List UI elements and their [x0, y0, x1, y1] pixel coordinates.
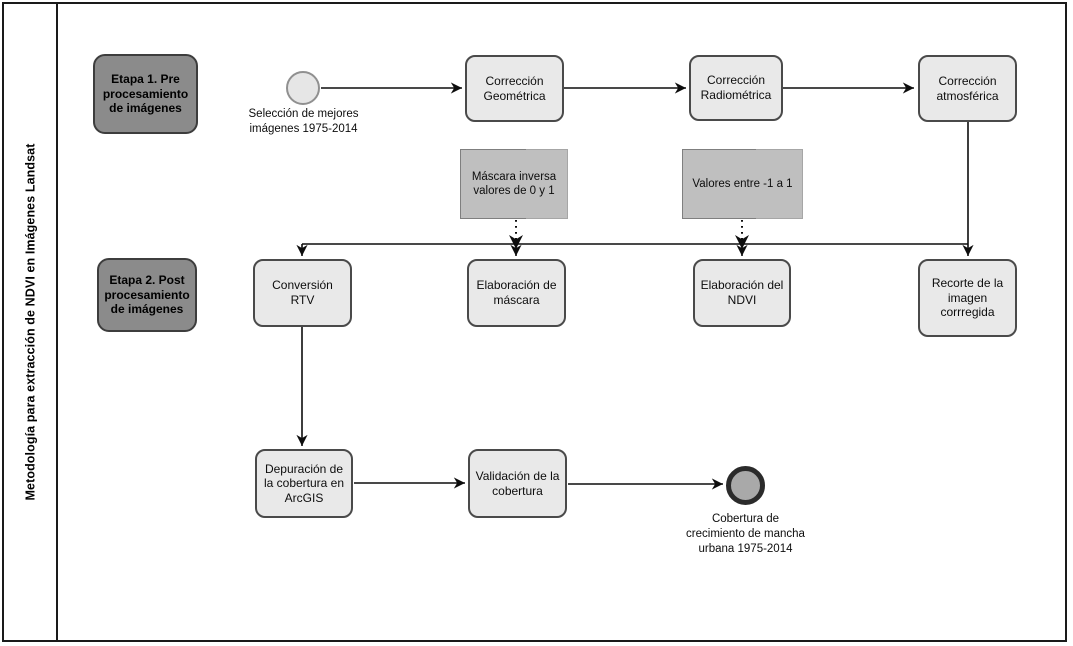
annotation-mascara-inversa: Máscara inversa valores de 0 y 1 [460, 149, 568, 219]
node-recorte-imagen: Recorte de la imagen corrregida [918, 259, 1017, 337]
annotation-valores-entre: Valores entre -1 a 1 [682, 149, 803, 219]
node-correccion-geometrica: Corrección Geométrica [465, 55, 564, 122]
node-conversion-rtv: Conversión RTV [253, 259, 352, 327]
annotation-text: Máscara inversa valores de 0 y 1 [471, 170, 557, 197]
node-validacion-cobertura: Validación de la cobertura [468, 449, 567, 518]
node-correccion-radiometrica: Corrección Radiométrica [689, 55, 783, 121]
start-event-label: Selección de mejores imágenes 1975-2014 [248, 108, 359, 135]
start-event-circle [286, 71, 320, 105]
stage-1-pre-procesamiento: Etapa 1. Pre procesamiento de imágenes [93, 54, 198, 134]
end-event-circle [726, 466, 765, 505]
node-correccion-atmosferica: Corrección atmosférica [918, 55, 1017, 122]
sidebar-divider [56, 2, 58, 642]
stage-2-post-procesamiento: Etapa 2. Post procesamiento de imágenes [97, 258, 197, 332]
annotation-text: Valores entre -1 a 1 [692, 177, 793, 190]
node-elaboracion-ndvi: Elaboración del NDVI [693, 259, 791, 327]
end-event-label: Cobertura de crecimiento de mancha urban… [686, 513, 805, 555]
node-elaboracion-mascara: Elaboración de máscara [467, 259, 566, 327]
node-depuracion-cobertura: Depuración de la cobertura en ArcGIS [255, 449, 353, 518]
